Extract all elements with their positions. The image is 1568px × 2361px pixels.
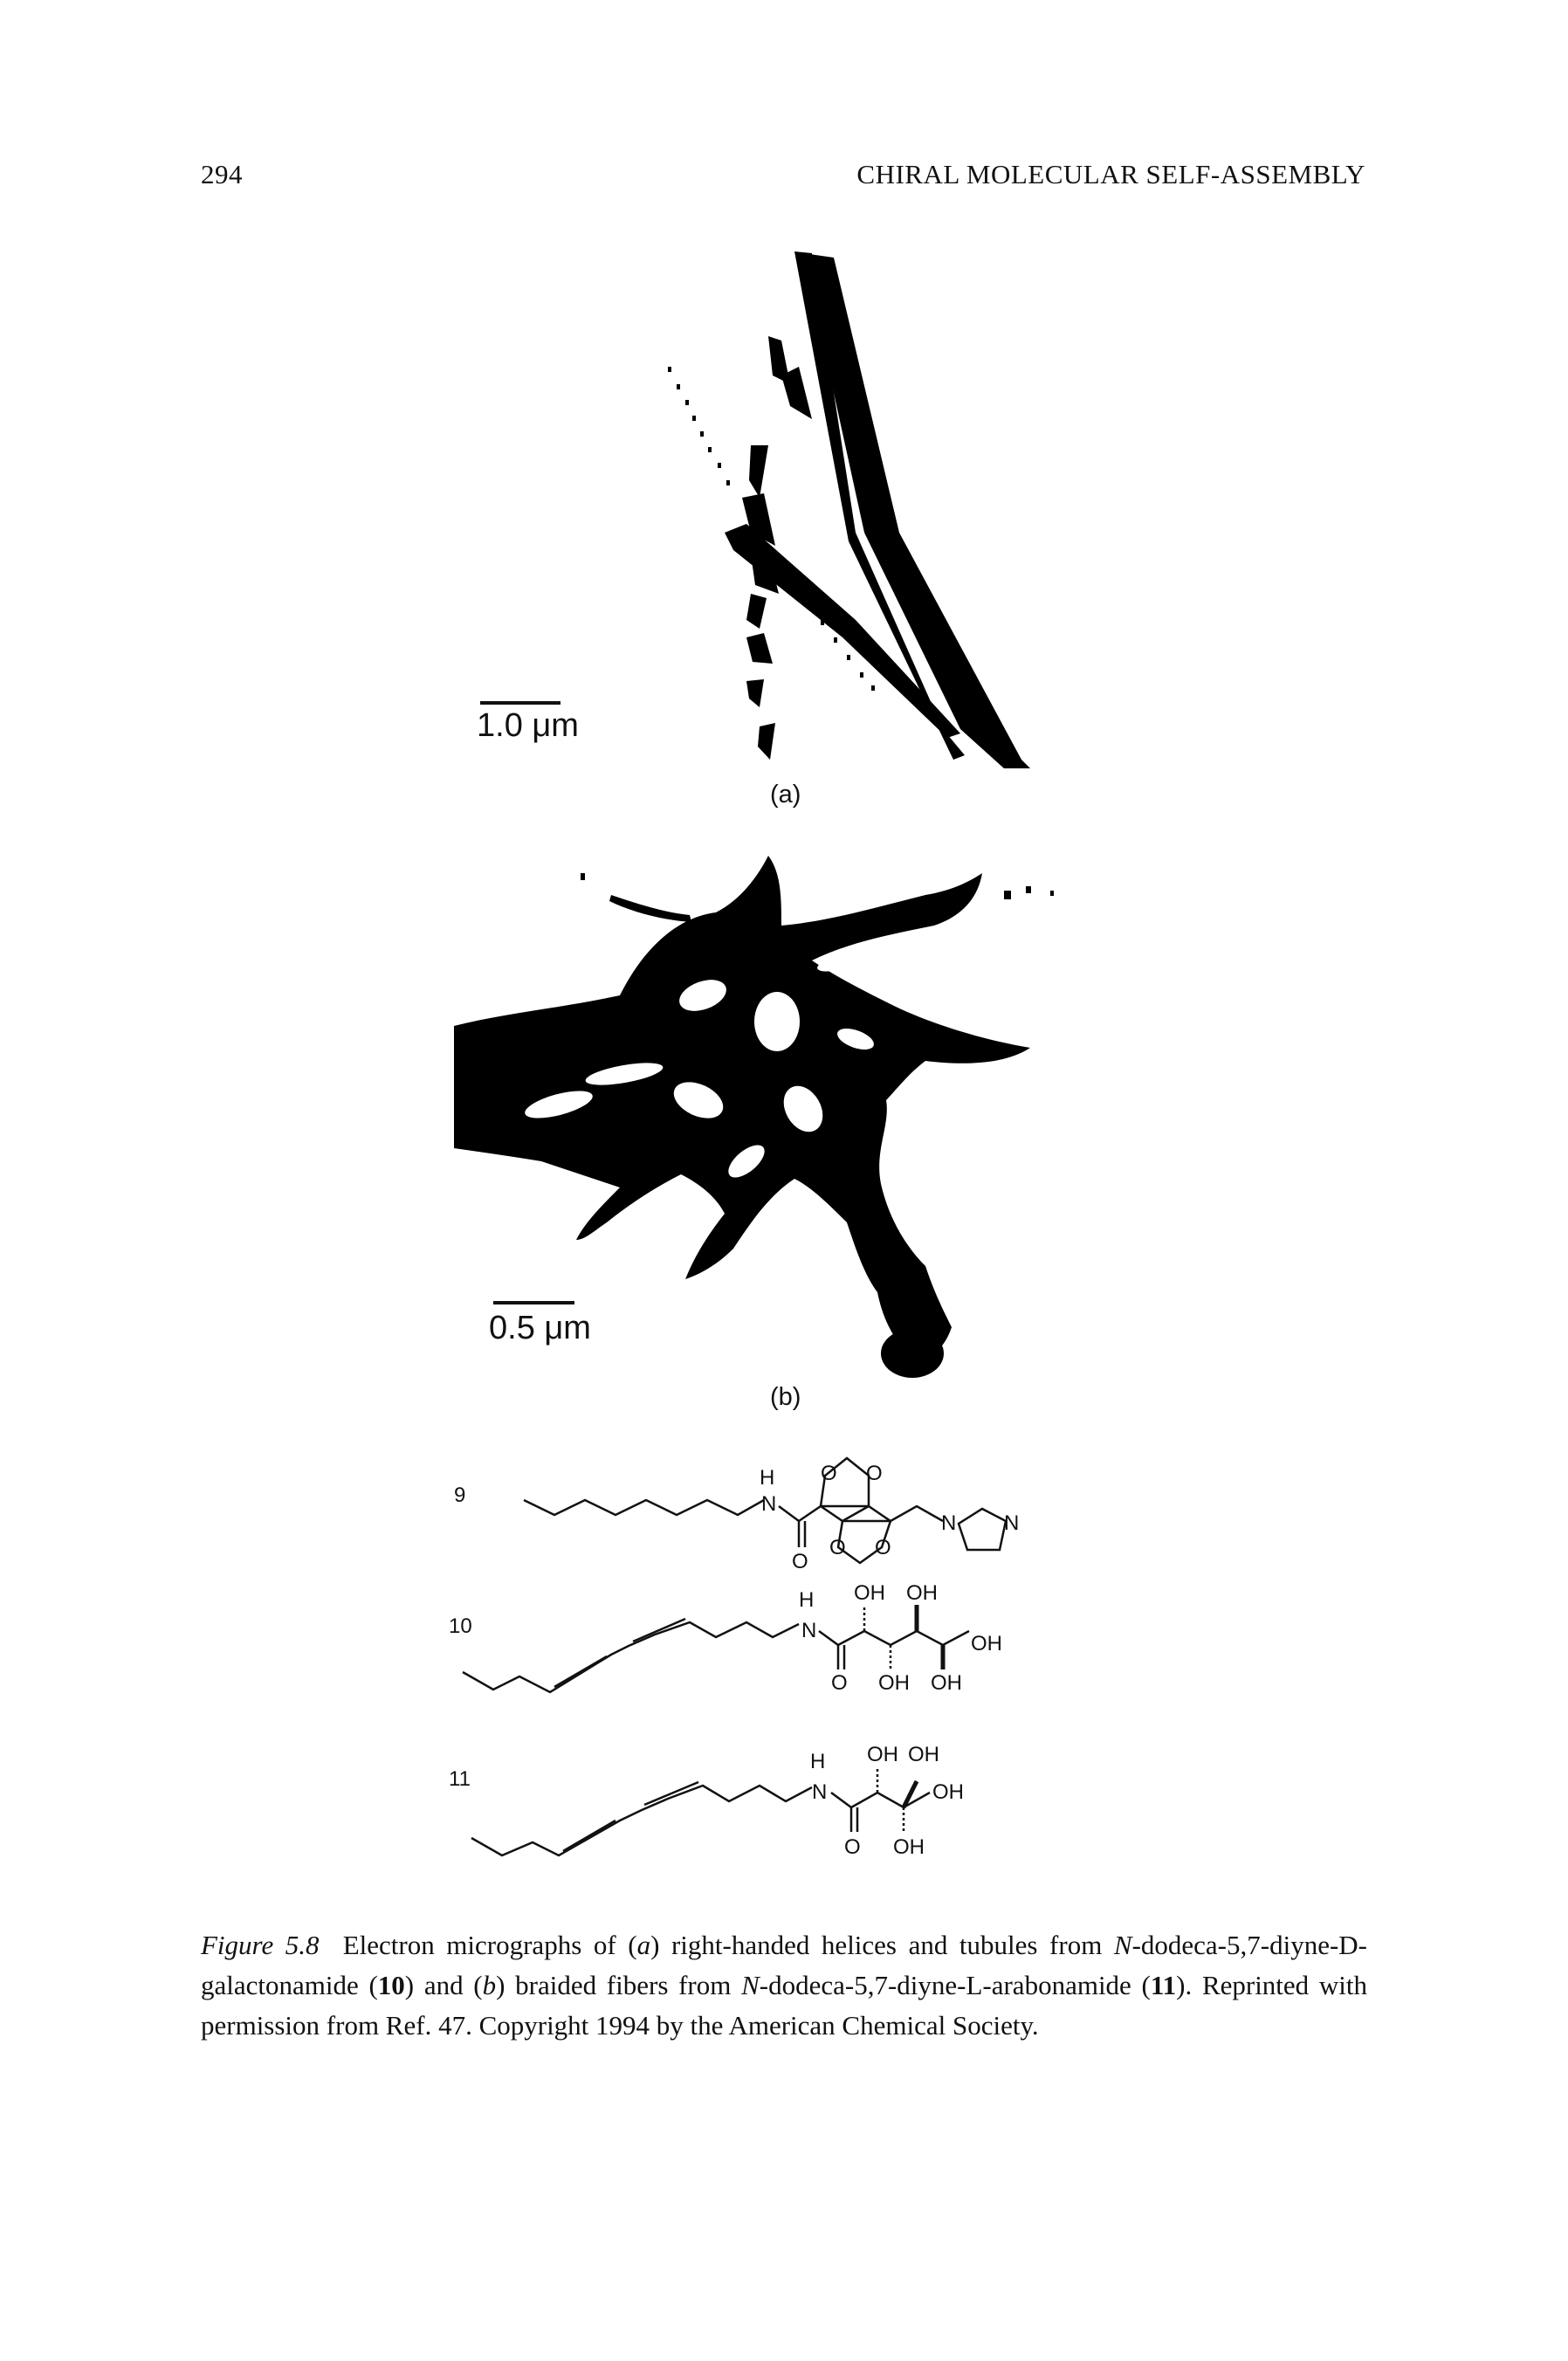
atom-label: OH bbox=[878, 1671, 910, 1695]
atom-label: H bbox=[799, 1588, 814, 1612]
caption-text: Electron micrographs of ( bbox=[342, 1930, 637, 1960]
atom-label: OH bbox=[867, 1743, 898, 1766]
compound-number-10: 10 bbox=[449, 1614, 472, 1638]
caption-panel-b-ref: b bbox=[482, 1970, 497, 2000]
running-head: 294 CHIRAL MOLECULAR SELF-ASSEMBLY bbox=[0, 159, 1568, 194]
scale-bar-b bbox=[493, 1301, 574, 1304]
atom-label: N bbox=[812, 1780, 827, 1804]
caption-d: D bbox=[1338, 1930, 1358, 1960]
fiber-arc bbox=[609, 895, 691, 922]
compound-9: 9 H N O O O O O N N bbox=[454, 1456, 1019, 1573]
atom-label: H bbox=[810, 1750, 825, 1773]
helix-fragment bbox=[746, 594, 767, 629]
chemical-structures: 9 H N O O O O O N N 10 H N O OH OH OH bbox=[449, 1456, 1019, 1859]
atom-label: O bbox=[829, 1536, 846, 1559]
caption-compound-10-ref: 10 bbox=[377, 1970, 405, 2000]
caption-n: N bbox=[1113, 1930, 1132, 1960]
atom-label: OH bbox=[971, 1632, 1002, 1655]
caption-text: -arabonamide ( bbox=[982, 1970, 1151, 2000]
helix-fragment bbox=[768, 336, 790, 384]
caption-panel-a-ref: a bbox=[636, 1930, 651, 1960]
micrograph-a bbox=[668, 251, 1030, 768]
helix-fragment bbox=[749, 445, 768, 498]
panel-label-a: (a) bbox=[770, 781, 801, 809]
figure-label: Figure 5.8 bbox=[201, 1930, 320, 1960]
micrograph-b bbox=[454, 856, 1054, 1378]
running-title: CHIRAL MOLECULAR SELF-ASSEMBLY bbox=[856, 159, 1365, 189]
atom-label: O bbox=[875, 1536, 891, 1559]
atom-label: OH bbox=[932, 1780, 964, 1804]
atom-label: H bbox=[760, 1466, 774, 1490]
atom-label: O bbox=[821, 1462, 837, 1485]
atom-label: OH bbox=[908, 1743, 939, 1766]
scale-bar-a bbox=[480, 701, 560, 705]
helix-fragment bbox=[746, 679, 764, 707]
atom-label: N bbox=[941, 1511, 956, 1535]
page-number: 294 bbox=[201, 159, 243, 189]
helix-branch bbox=[725, 524, 960, 738]
panel-label-b: (b) bbox=[770, 1383, 801, 1411]
atom-label: N bbox=[761, 1492, 776, 1516]
network-gaps bbox=[525, 949, 877, 1178]
caption-compound-11-ref: 11 bbox=[1150, 1970, 1177, 2000]
helix-fragment bbox=[758, 723, 775, 760]
scale-label-b: 0.5 μm bbox=[489, 1310, 591, 1346]
helix-fragment bbox=[781, 367, 812, 419]
caption-text: ) right-handed helices and tubules from bbox=[650, 1930, 1114, 1960]
caption-text: -dodeca-5,7-diyne- bbox=[1131, 1930, 1339, 1960]
caption-l: L bbox=[966, 1970, 983, 2000]
atom-label: O bbox=[831, 1671, 848, 1695]
helix-fragment bbox=[751, 554, 779, 594]
tubule-main bbox=[803, 253, 1030, 768]
atom-label: OH bbox=[893, 1835, 925, 1859]
caption-n: N bbox=[741, 1970, 760, 2000]
atom-label: O bbox=[866, 1462, 883, 1485]
tubule-inner bbox=[794, 251, 965, 760]
atom-label: N bbox=[1004, 1511, 1019, 1535]
atom-label: OH bbox=[854, 1581, 885, 1605]
atom-label: OH bbox=[906, 1581, 938, 1605]
atom-label: OH bbox=[931, 1671, 962, 1695]
caption-text: -galactonamide ( bbox=[201, 1930, 1367, 2000]
helix-fragment bbox=[746, 633, 773, 664]
atom-label: O bbox=[844, 1835, 861, 1859]
atom-label: O bbox=[792, 1550, 808, 1573]
compound-10: 10 H N O OH OH OH OH OH bbox=[449, 1581, 1002, 1695]
compound-11: 11 H N O OH OH OH OH bbox=[449, 1743, 964, 1859]
caption-text: -dodeca-5,7-diyne- bbox=[759, 1970, 966, 2000]
caption-text: ) and ( bbox=[404, 1970, 483, 2000]
compound-number-9: 9 bbox=[454, 1483, 465, 1507]
dotted-strand bbox=[668, 367, 875, 691]
figure-caption: Figure 5.8 Electron micrographs of (a) r… bbox=[201, 1925, 1367, 2046]
helix-fragment bbox=[742, 493, 775, 546]
caption-text: ) braided fibers from bbox=[496, 1970, 742, 2000]
scale-label-a: 1.0 μm bbox=[477, 707, 579, 744]
fiber-network bbox=[454, 856, 1030, 1357]
compound-number-11: 11 bbox=[449, 1767, 471, 1791]
atom-label: N bbox=[801, 1619, 816, 1642]
fiber-tail bbox=[881, 1329, 944, 1378]
caption-text: ). Reprinted with permission from Ref. 4… bbox=[201, 1970, 1368, 2041]
